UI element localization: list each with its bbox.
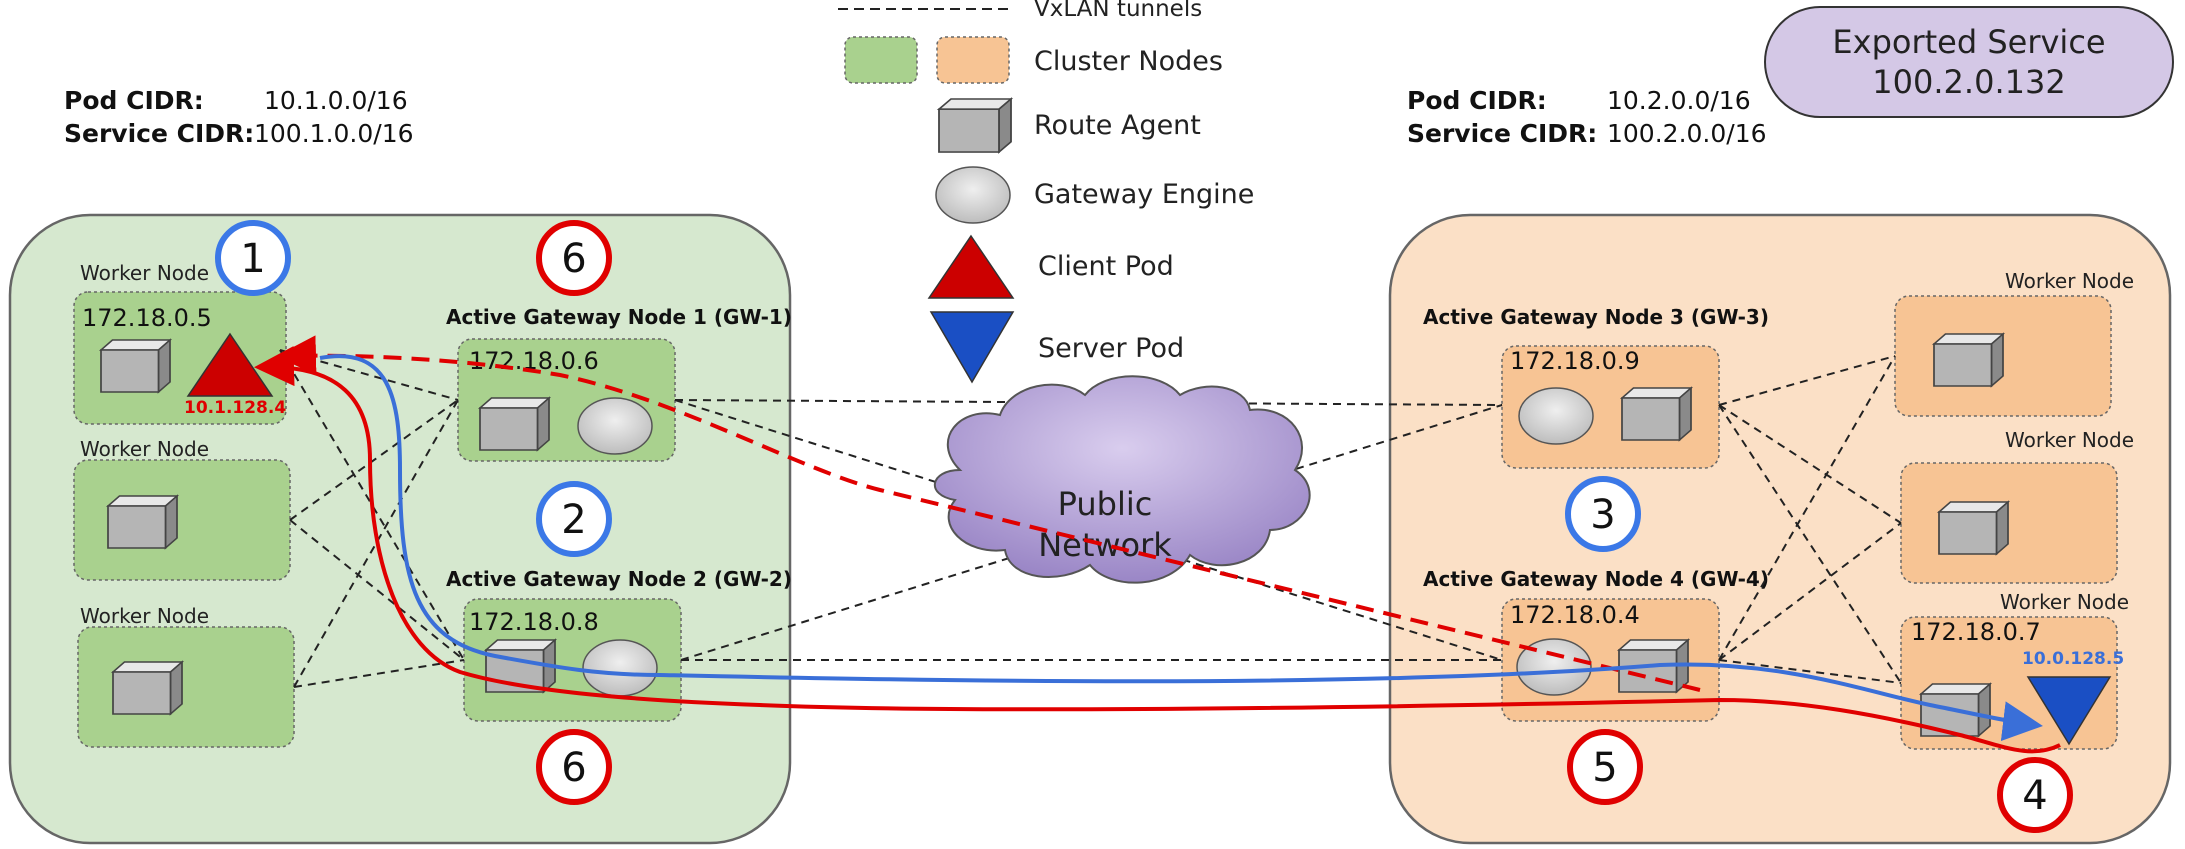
legend-client-pod-label: Client Pod — [1038, 251, 1174, 282]
cluster2-pod-cidr-label: Pod CIDR: — [1407, 86, 1547, 115]
gateway-node-label: Active Gateway Node 4 (GW-4) — [1423, 567, 1769, 591]
route-agent-icon — [1933, 333, 2004, 387]
legend-server-pod-label: Server Pod — [1038, 333, 1184, 364]
cluster2-service-cidr-value: 100.2.0.0/16 — [1607, 119, 1767, 148]
public-network-label-line1: Public — [1058, 485, 1153, 523]
gateway-node-label: Active Gateway Node 3 (GW-3) — [1423, 305, 1769, 329]
route-agent-icon — [1938, 501, 2009, 555]
server-pod-ip: 10.0.128.5 — [2022, 649, 2124, 669]
gateway-node-label: Active Gateway Node 2 (GW-2) — [446, 567, 792, 591]
legend-route-agent-label: Route Agent — [1034, 110, 1201, 141]
legend-server-pod-icon — [929, 311, 1015, 384]
legend-green-node-swatch — [844, 36, 918, 84]
red-response-path — [254, 346, 2061, 754]
exported-service-ip: 100.2.0.132 — [1872, 63, 2065, 101]
step-3-marker: 3 — [1565, 476, 1641, 552]
cluster1-pod-cidr-value: 10.1.0.0/16 — [264, 86, 408, 115]
step-number: 3 — [1590, 492, 1615, 538]
gateway-node-ip: 172.18.0.9 — [1510, 347, 1640, 375]
route-agent-icon — [1621, 387, 1692, 441]
exported-service: Exported Service 100.2.0.132 — [1764, 6, 2174, 118]
gateway-engine-icon — [582, 639, 658, 697]
route-agent-icon — [479, 397, 550, 451]
cluster1-pod-cidr-label: Pod CIDR: — [64, 86, 204, 115]
gateway-engine-icon — [1518, 387, 1594, 445]
step-number: 2 — [561, 497, 586, 543]
cluster1-service-cidr-label: Service CIDR: — [64, 119, 254, 148]
cluster1-service-cidr-value: 100.1.0.0/16 — [254, 119, 414, 148]
cluster1-worker-node-3: Worker Node — [77, 604, 295, 748]
client-pod-icon — [186, 332, 274, 397]
legend-gateway-engine-label: Gateway Engine — [1034, 179, 1254, 210]
gateway-engine-icon — [1516, 638, 1592, 696]
step-4-marker: 4 — [1997, 757, 2073, 833]
step-number: 4 — [2022, 773, 2047, 819]
route-agent-icon — [100, 339, 171, 393]
gateway-node-label: Active Gateway Node 1 (GW-1) — [446, 305, 792, 329]
cluster2-service-cidr-label: Service CIDR: — [1407, 119, 1597, 148]
cluster2-worker-node-a: Worker Node — [1894, 269, 2134, 417]
gateway-node-ip: 172.18.0.8 — [469, 608, 599, 636]
route-agent-icon — [112, 661, 183, 715]
step-5-marker: 5 — [1567, 729, 1643, 805]
legend-route-agent-icon — [938, 98, 1012, 153]
step-number: 5 — [1592, 745, 1617, 791]
legend-orange-node-swatch — [936, 36, 1010, 84]
legend-nodes-label: Cluster Nodes — [1034, 46, 1223, 77]
cluster2-worker-node-b: Worker Node — [1900, 428, 2134, 584]
cluster2-cidr: Pod CIDR: 10.2.0.0/16 Service CIDR: 100.… — [1407, 86, 1767, 148]
step-2-marker: 2 — [536, 481, 612, 557]
worker-node-label: Worker Node — [80, 261, 209, 285]
worker-node-label: Worker Node — [2005, 428, 2134, 452]
step-6-top-marker: 6 — [536, 220, 612, 296]
cluster1-cidr: Pod CIDR: 10.1.0.0/16 Service CIDR: 100.… — [64, 86, 414, 148]
client-pod-ip: 10.1.128.4 — [184, 398, 286, 418]
exported-service-title: Exported Service — [1832, 23, 2105, 61]
step-number: 6 — [561, 745, 586, 791]
blue-request-path — [319, 354, 2043, 742]
cluster2-pod-cidr-value: 10.2.0.0/16 — [1607, 86, 1751, 115]
step-1-marker: 1 — [215, 220, 291, 296]
legend-tunnels-label: VxLAN tunnels — [1034, 0, 1202, 22]
step-number: 6 — [561, 236, 586, 282]
cluster1-worker-node-2: Worker Node — [73, 437, 291, 581]
step-6-bottom-marker: 6 — [536, 729, 612, 805]
worker-node-label: Worker Node — [80, 604, 209, 628]
gateway-node-ip: 172.18.0.4 — [1510, 601, 1640, 629]
step-number: 1 — [240, 236, 265, 282]
cluster2-gateway-node-3: Active Gateway Node 3 (GW-3) 172.18.0.9 — [1423, 305, 1769, 469]
worker-node-label: Worker Node — [80, 437, 209, 461]
server-pod-icon — [2026, 676, 2112, 746]
cluster1-gateway-node-2: Active Gateway Node 2 (GW-2) 172.18.0.8 — [446, 567, 792, 722]
public-network-cloud: Public Network — [934, 375, 1311, 584]
legend-gateway-engine-icon — [935, 166, 1011, 224]
cluster2-gateway-node-4: Active Gateway Node 4 (GW-4) 172.18.0.4 — [1423, 567, 1769, 722]
worker-node-ip: 172.18.0.7 — [1911, 618, 2041, 646]
legend: VxLAN tunnels Cluster Nodes Route Agent … — [838, 0, 1254, 384]
route-agent-icon — [107, 495, 178, 549]
worker-node-label: Worker Node — [2005, 269, 2134, 293]
legend-client-pod-icon — [927, 234, 1015, 299]
worker-node-ip: 172.18.0.5 — [82, 304, 212, 332]
gateway-engine-icon — [577, 397, 653, 455]
worker-node-label: Worker Node — [2000, 590, 2129, 614]
